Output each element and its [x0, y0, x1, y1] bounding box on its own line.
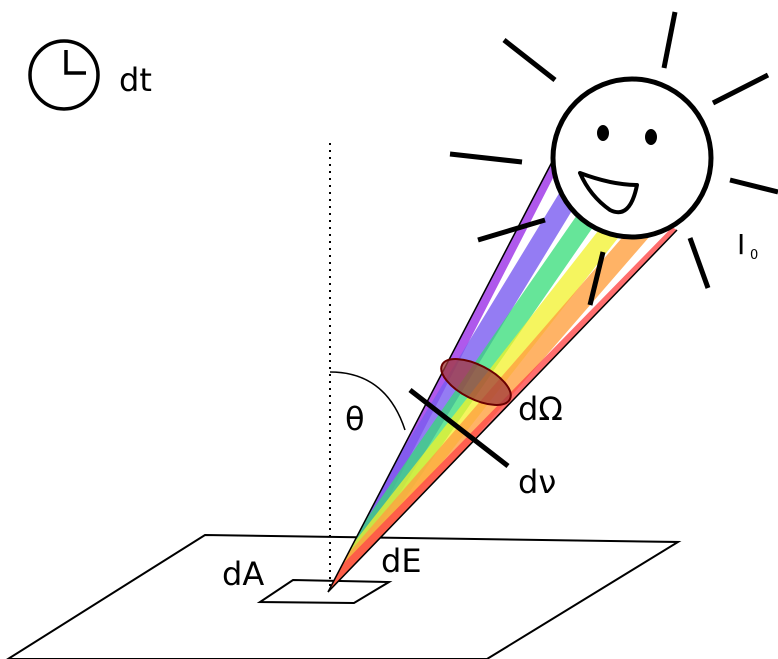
- smiling-sun-icon: [449, 11, 778, 306]
- solid-angle-label: dΩ: [518, 390, 563, 428]
- beam-edge-right: [327, 229, 678, 593]
- beam-edge-left: [327, 159, 554, 593]
- solid-angle-ellipse: [441, 359, 511, 405]
- frequency-bar: [408, 388, 510, 468]
- angle-label: θ: [345, 400, 365, 438]
- frequency-label: dν: [518, 463, 556, 501]
- ground-plane: [6, 533, 682, 659]
- solid-angle-ellipse-outline: [440, 358, 512, 406]
- clock-icon: [28, 39, 100, 111]
- area-label: dA: [222, 555, 264, 593]
- energy-label: dE: [381, 542, 422, 580]
- theta-arc: [329, 371, 406, 431]
- intensity-label: I: [737, 228, 745, 261]
- time-label: dt: [119, 61, 152, 99]
- area-element: [256, 578, 393, 605]
- intensity-subscript: 0: [750, 248, 758, 263]
